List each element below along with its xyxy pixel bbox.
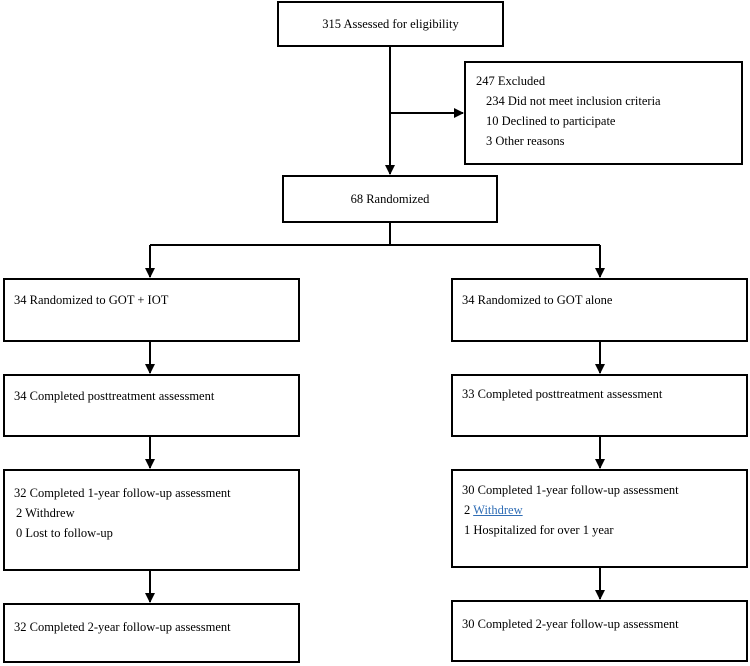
left-followup1-box: 32 Completed 1-year follow-up assessment… [3,469,300,571]
right-withdrew-count: 2 [464,503,471,517]
withdrew-link[interactable]: Withdrew [473,503,523,517]
left-followup1-title: 32 Completed 1-year follow-up assessment [14,486,231,500]
left-followup1-detail: 2 Withdrew [16,506,75,520]
assessed-text: 315 Assessed for eligibility [322,17,459,31]
randomized-box: 68 Randomized [282,175,498,223]
left-allocation-box: 34 Randomized to GOT + IOT [3,278,300,342]
right-followup1-hospitalized: 1 Hospitalized for over 1 year [464,523,614,537]
excluded-box: 247 Excluded 234 Did not meet inclusion … [464,61,743,165]
left-followup2-text: 32 Completed 2-year follow-up assessment [14,620,231,634]
right-followup2-box: 30 Completed 2-year follow-up assessment [451,600,748,662]
excluded-reason: 10 Declined to participate [486,114,616,128]
assessed-box: 315 Assessed for eligibility [277,1,504,47]
right-followup1-title: 30 Completed 1-year follow-up assessment [462,483,679,497]
randomized-text: 68 Randomized [350,192,430,206]
left-posttreatment-text: 34 Completed posttreatment assessment [14,389,215,403]
left-followup2-box: 32 Completed 2-year follow-up assessment [3,603,300,663]
excluded-reason: 3 Other reasons [486,134,565,148]
right-allocation-box: 34 Randomized to GOT alone [451,278,748,342]
right-posttreatment-text: 33 Completed posttreatment assessment [462,387,663,401]
right-followup1-box: 30 Completed 1-year follow-up assessment… [451,469,748,568]
right-allocation-text: 34 Randomized to GOT alone [462,293,613,307]
right-followup2-text: 30 Completed 2-year follow-up assessment [462,617,679,631]
left-allocation-text: 34 Randomized to GOT + IOT [14,293,169,307]
excluded-title: 247 Excluded [476,74,546,88]
right-followup1-withdrew-row: 2 Withdrew [462,500,746,520]
left-followup1-detail: 0 Lost to follow-up [16,526,113,540]
right-posttreatment-box: 33 Completed posttreatment assessment [451,374,748,437]
left-posttreatment-box: 34 Completed posttreatment assessment [3,374,300,437]
excluded-reason: 234 Did not meet inclusion criteria [486,94,661,108]
